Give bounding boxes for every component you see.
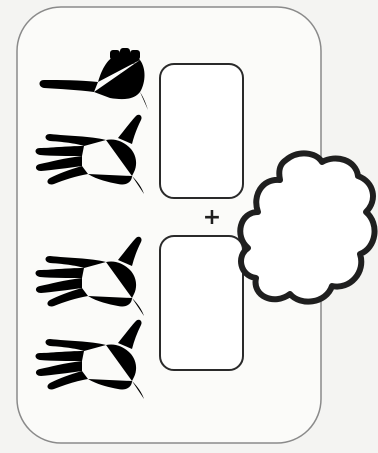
answer-box-2[interactable] (160, 236, 243, 370)
plus-sign: + (203, 205, 221, 230)
answer-box-1[interactable] (160, 64, 243, 198)
